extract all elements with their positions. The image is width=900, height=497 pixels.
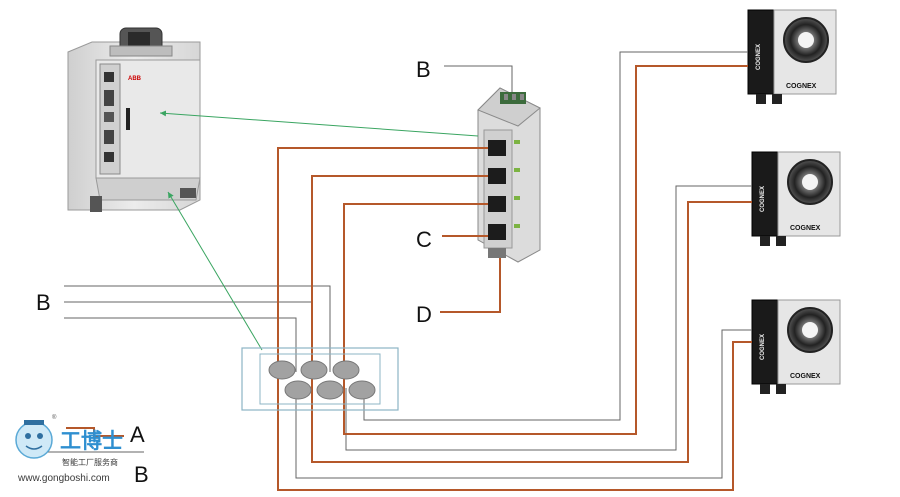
camera-2-signal-wire — [345, 185, 752, 451]
watermark-logo-text: 工博士 — [60, 429, 123, 453]
registered-mark: ® — [52, 414, 57, 421]
camera-side-brand: COGNEX — [760, 334, 766, 360]
ethernet-cables — [66, 65, 752, 491]
switch-supply-label: B — [416, 57, 431, 82]
link-arrows — [159, 110, 479, 351]
legend-a-line — [66, 427, 124, 437]
io-to-controller-arrow — [167, 191, 263, 351]
switch-supply-wire — [444, 65, 513, 92]
camera-3-signal-wire — [295, 329, 752, 479]
abb-brand-text: ABB — [128, 76, 142, 82]
camera-side-brand: COGNEX — [756, 44, 762, 70]
ethernet-cable-port-2 — [311, 175, 752, 463]
ethernet-switch — [477, 87, 541, 263]
input-wire-3 — [64, 317, 297, 372]
input-wires-label: B — [36, 290, 51, 315]
camera-brand: COGNEX — [790, 225, 821, 232]
camera-side-brand: COGNEX — [760, 186, 766, 212]
power-label: D — [416, 302, 432, 327]
ethernet-cable-port-3 — [343, 65, 748, 435]
camera-2: COGNEX COGNEX — [751, 151, 841, 246]
camera-brand: COGNEX — [786, 83, 817, 90]
signal-wires — [20, 51, 752, 479]
input-wire-1 — [64, 285, 331, 372]
camera-1-signal-wire — [363, 51, 748, 421]
switch-to-controller-arrow — [159, 110, 479, 137]
camera-3: COGNEX COGNEX — [751, 299, 841, 394]
camera-1: COGNEX COGNEX — [747, 9, 837, 104]
junction-box — [241, 347, 399, 411]
robot-controller: ABB — [67, 27, 201, 212]
camera-brand: COGNEX — [790, 373, 821, 380]
port-label: C — [416, 227, 432, 252]
watermark-tagline: 智能工厂服务商 — [62, 457, 118, 467]
ethernet-cable-port-1 — [277, 147, 752, 491]
legend-b-label: B — [134, 462, 149, 487]
watermark: ® 工博士 智能工厂服务商 www.gongboshi.com — [15, 414, 123, 484]
watermark-url: www.gongboshi.com — [17, 473, 110, 484]
legend-a-label: A — [130, 422, 145, 447]
input-wire-2 — [64, 301, 313, 372]
mascot-icon — [15, 421, 53, 459]
power-lead — [440, 258, 501, 313]
